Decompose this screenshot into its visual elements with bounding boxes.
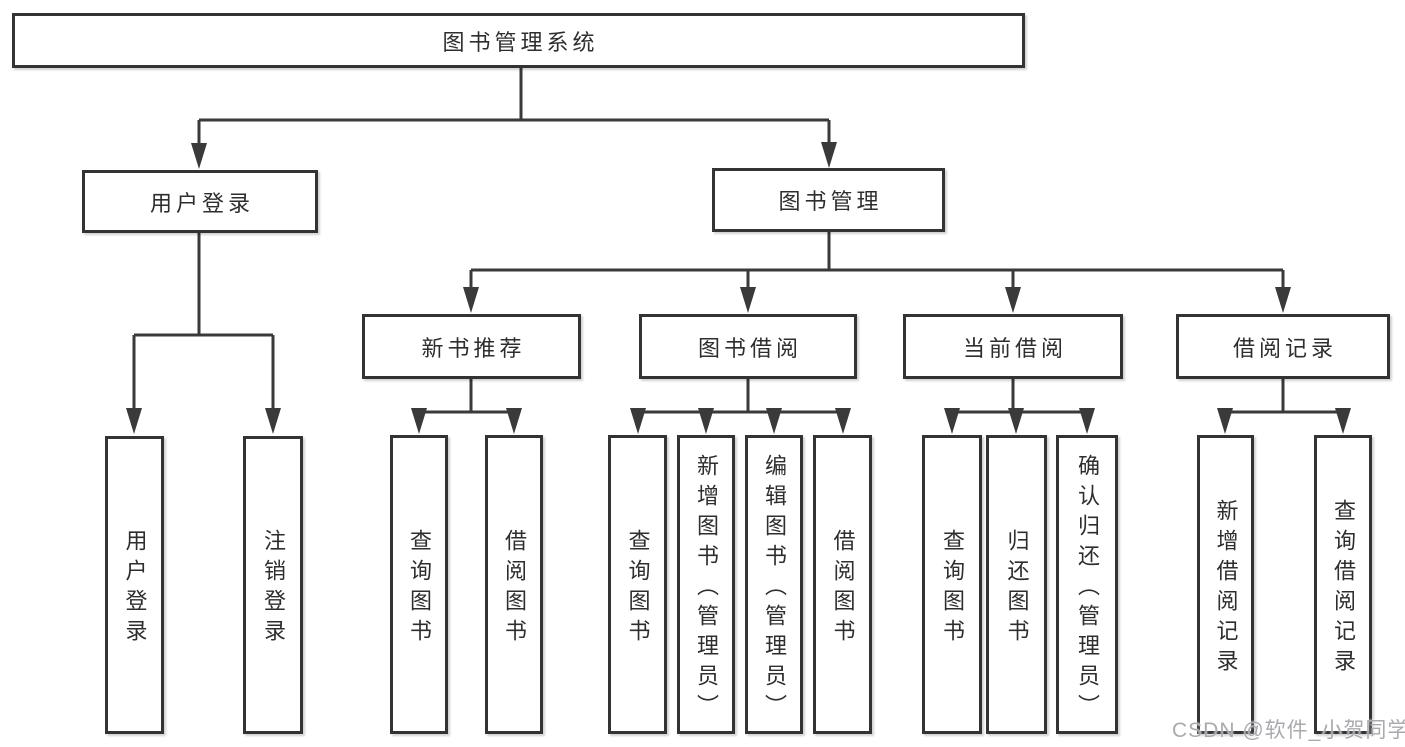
- leaf-borrow-edit-books-admin-label: 编辑图书（管理员）: [762, 453, 787, 724]
- leaf-current-query-books-label: 查询图书: [940, 528, 965, 649]
- leaf-borrow-edit-books-admin: 编辑图书（管理员）: [745, 435, 803, 734]
- leaf-borrow-add-books-admin-label: 新增图书（管理员）: [694, 453, 719, 724]
- leaf-recommend-borrow-books: 借阅图书: [485, 435, 543, 734]
- leaf-borrow-query-books: 查询图书: [608, 435, 667, 734]
- csdn-watermark: CSDN @软件_小贺同学: [1172, 719, 1405, 742]
- node-user-login-label: 用户登录: [149, 190, 254, 216]
- leaf-borrow-add-books-admin: 新增图书（管理员）: [677, 435, 735, 734]
- node-user-login: 用户登录: [82, 170, 318, 233]
- node-borrow-records-label: 借阅记录: [1232, 335, 1337, 361]
- node-current-borrow: 当前借阅: [903, 314, 1123, 379]
- node-new-book-recommend-label: 新书推荐: [421, 335, 526, 361]
- node-book-management: 图书管理: [712, 168, 945, 232]
- leaf-records-add-record-label: 新增借阅记录: [1213, 498, 1239, 679]
- node-book-management-label: 图书管理: [778, 189, 883, 214]
- leaf-borrow-borrow-books-label: 借阅图书: [830, 528, 856, 649]
- node-current-borrow-label: 当前借阅: [962, 335, 1067, 361]
- node-root: 图书管理系统: [12, 13, 1025, 68]
- node-root-label: 图书管理系统: [442, 29, 599, 55]
- leaf-recommend-borrow-books-label: 借阅图书: [502, 528, 527, 649]
- leaf-current-confirm-return-admin: 确认归还（管理员）: [1056, 435, 1118, 734]
- leaf-current-return-books: 归还图书: [986, 435, 1047, 734]
- leaf-user-login: 用户登录: [105, 436, 164, 734]
- leaf-logout-login: 注销登录: [243, 436, 303, 734]
- leaf-current-return-books-label: 归还图书: [1004, 528, 1030, 649]
- leaf-records-add-record: 新增借阅记录: [1197, 435, 1254, 734]
- node-borrow-records: 借阅记录: [1176, 314, 1390, 379]
- leaf-borrow-query-books-label: 查询图书: [625, 528, 651, 649]
- node-book-borrow: 图书借阅: [639, 314, 857, 379]
- leaf-logout-login-label: 注销登录: [261, 529, 286, 649]
- node-book-borrow-label: 图书借阅: [697, 335, 802, 361]
- leaf-current-query-books: 查询图书: [922, 435, 982, 734]
- leaf-recommend-query-books-label: 查询图书: [407, 528, 432, 649]
- leaf-records-query-record: 查询借阅记录: [1314, 435, 1372, 734]
- leaf-borrow-borrow-books: 借阅图书: [813, 435, 872, 734]
- leaf-user-login-label: 用户登录: [122, 529, 148, 649]
- leaf-records-query-record-label: 查询借阅记录: [1331, 498, 1356, 679]
- leaf-recommend-query-books: 查询图书: [390, 435, 448, 734]
- node-new-book-recommend: 新书推荐: [362, 314, 581, 379]
- leaf-current-confirm-return-admin-label: 确认归还（管理员）: [1075, 453, 1100, 724]
- arrowheads: [126, 142, 1351, 434]
